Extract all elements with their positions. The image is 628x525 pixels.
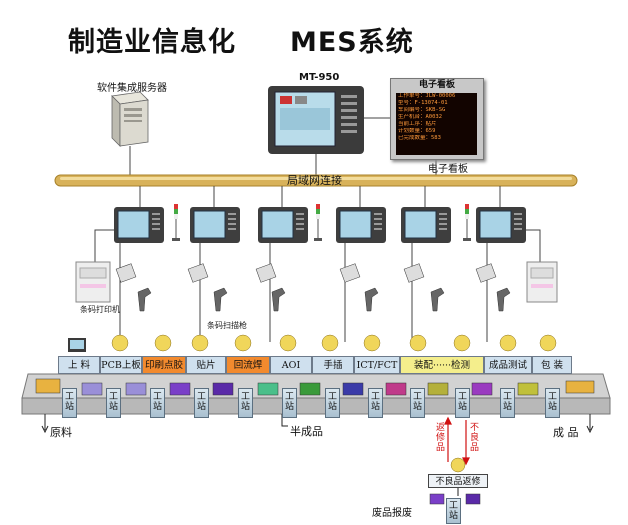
stage-aoi: AOI: [270, 356, 312, 374]
eboard-title: 电子看板: [418, 80, 455, 90]
workstation-marker: 工站: [150, 388, 165, 418]
eboard-line: 计划数量：659: [398, 128, 436, 134]
stage-packing: 包 装: [532, 356, 572, 374]
mt950-terminal-icon: [268, 86, 364, 154]
workstation-marker: 工站: [368, 388, 383, 418]
stage-manual-insert: 手插: [312, 356, 354, 374]
lan-label: 局域网连接: [287, 174, 342, 187]
finished-label: 成 品: [553, 426, 579, 439]
eboard-screen: 工作单号：JLW-00006 型号：F-13074-01 车间编号：SKB-SG…: [396, 93, 477, 155]
scrap-label: 废品报废: [372, 508, 412, 519]
stage-ict-fct: ICT/FCT: [354, 356, 400, 374]
lan-bar: [54, 174, 578, 187]
defective-label: 不良品: [470, 423, 480, 453]
workstation-marker: 工站: [194, 388, 209, 418]
barcode-scanner-icons: [115, 263, 511, 312]
barcode-printer-label: 条码打印机: [80, 305, 120, 314]
stage-reflow: 回流焊: [226, 356, 270, 374]
eboard-caption: 电子看板: [428, 164, 468, 175]
workstation-marker: 工站: [545, 388, 560, 418]
stage-final-test: 成品测试: [484, 356, 532, 374]
workstation-marker: 工站: [410, 388, 425, 418]
stage-assembly-test: 装配······检测: [400, 356, 484, 374]
workstation-marker: 工站: [500, 388, 515, 418]
stage-pcb-board: PCB上板: [100, 356, 142, 374]
signal-tower-icons: [172, 204, 471, 241]
electronic-kanban-board: 电子看板 工作单号：JLW-00006 型号：F-13074-01 车间编号：S…: [390, 78, 484, 160]
barcode-printer-icon: [75, 261, 558, 303]
terminal-model-label: MT-950: [299, 72, 340, 83]
title-left: 制造业信息化: [68, 27, 236, 58]
workstation-marker: 工站: [106, 388, 121, 418]
workstation-marker: 工站: [238, 388, 253, 418]
eboard-line: 生产机台：A0032: [398, 114, 443, 120]
return-product-label: 返修品: [436, 423, 446, 453]
title-right: MES系统: [290, 27, 414, 58]
repair-operator-icon: [450, 457, 466, 473]
reject-repair-box: 不良品返修: [428, 474, 488, 488]
eboard-line: 型号：F-13074-01: [398, 100, 448, 106]
eboard-line: 车间编号：SKB-SG: [398, 107, 446, 113]
stage-print-dispense: 印刷点胶: [142, 356, 186, 374]
pcb-boards: [35, 378, 595, 505]
eboard-line: 已完成数量：583: [398, 135, 441, 141]
workstation-marker: 工站: [282, 388, 297, 418]
stage-loading: 上 料: [58, 356, 100, 374]
workstation-marker: 工站: [325, 388, 340, 418]
workstation-marker: 工站: [62, 388, 77, 418]
station-terminals: [114, 207, 526, 243]
raw-material-label: 原料: [50, 426, 72, 439]
workstation-marker: 工站: [446, 498, 461, 524]
eboard-line: 工作单号：JLW-00006: [398, 93, 456, 99]
stage-smt: 贴片: [186, 356, 226, 374]
server-icon: [111, 91, 149, 147]
barcode-scanner-label: 条码扫描枪: [207, 321, 247, 330]
operator-icons: [68, 334, 557, 352]
workstation-marker: 工站: [455, 388, 470, 418]
server-label: 软件集成服务器: [97, 83, 167, 94]
semi-finished-label: 半成品: [290, 425, 323, 438]
eboard-line: 当前工序：贴片: [398, 121, 437, 127]
